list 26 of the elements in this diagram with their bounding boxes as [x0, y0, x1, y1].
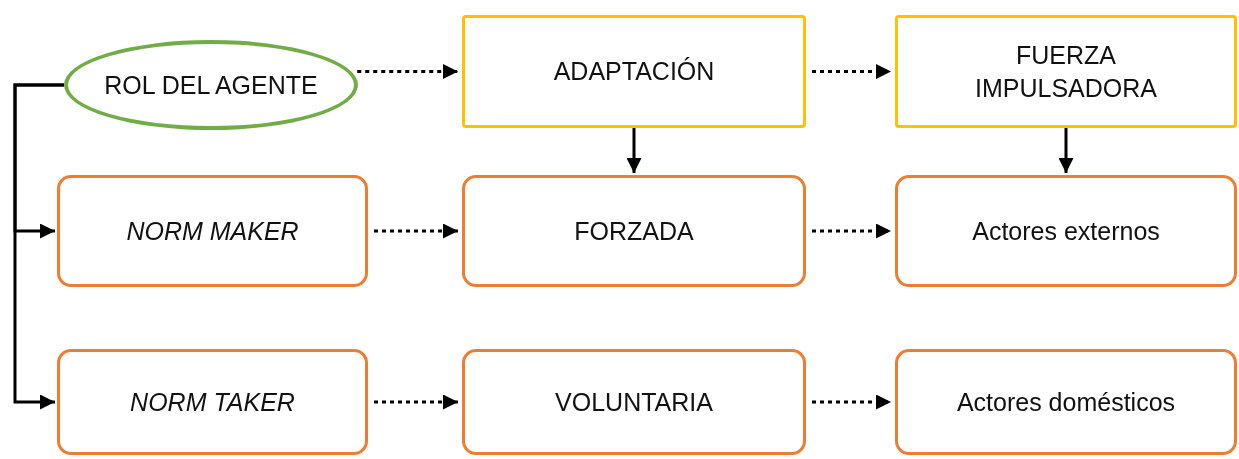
process-box — [462, 15, 806, 128]
arrow — [812, 394, 891, 410]
process-box — [57, 175, 368, 287]
arrow — [1058, 128, 1074, 173]
process-box — [57, 349, 368, 455]
arrow — [626, 128, 642, 173]
node-label: ROL DEL AGENTE — [103, 69, 319, 101]
node-label: FUERZA IMPULSADORA — [974, 40, 1158, 104]
node-label: NORM TAKER — [129, 386, 296, 418]
process-box — [895, 15, 1237, 128]
process-box — [895, 349, 1237, 455]
node-label: NORM MAKER — [125, 215, 300, 247]
node-label: FORZADA — [573, 215, 695, 247]
arrow — [374, 394, 458, 410]
process-box — [462, 349, 806, 455]
node-label: VOLUNTARIA — [554, 386, 714, 418]
arrow — [357, 64, 458, 79]
node-label: Actores externos — [971, 215, 1161, 247]
arrow — [13, 83, 64, 410]
process-box — [462, 175, 806, 287]
node-label: Actores domésticos — [955, 386, 1177, 418]
arrow — [374, 223, 458, 239]
process-box — [895, 175, 1237, 287]
arrow — [812, 64, 891, 79]
node-label: ADAPTACIÓN — [552, 56, 716, 88]
arrow — [812, 223, 891, 239]
